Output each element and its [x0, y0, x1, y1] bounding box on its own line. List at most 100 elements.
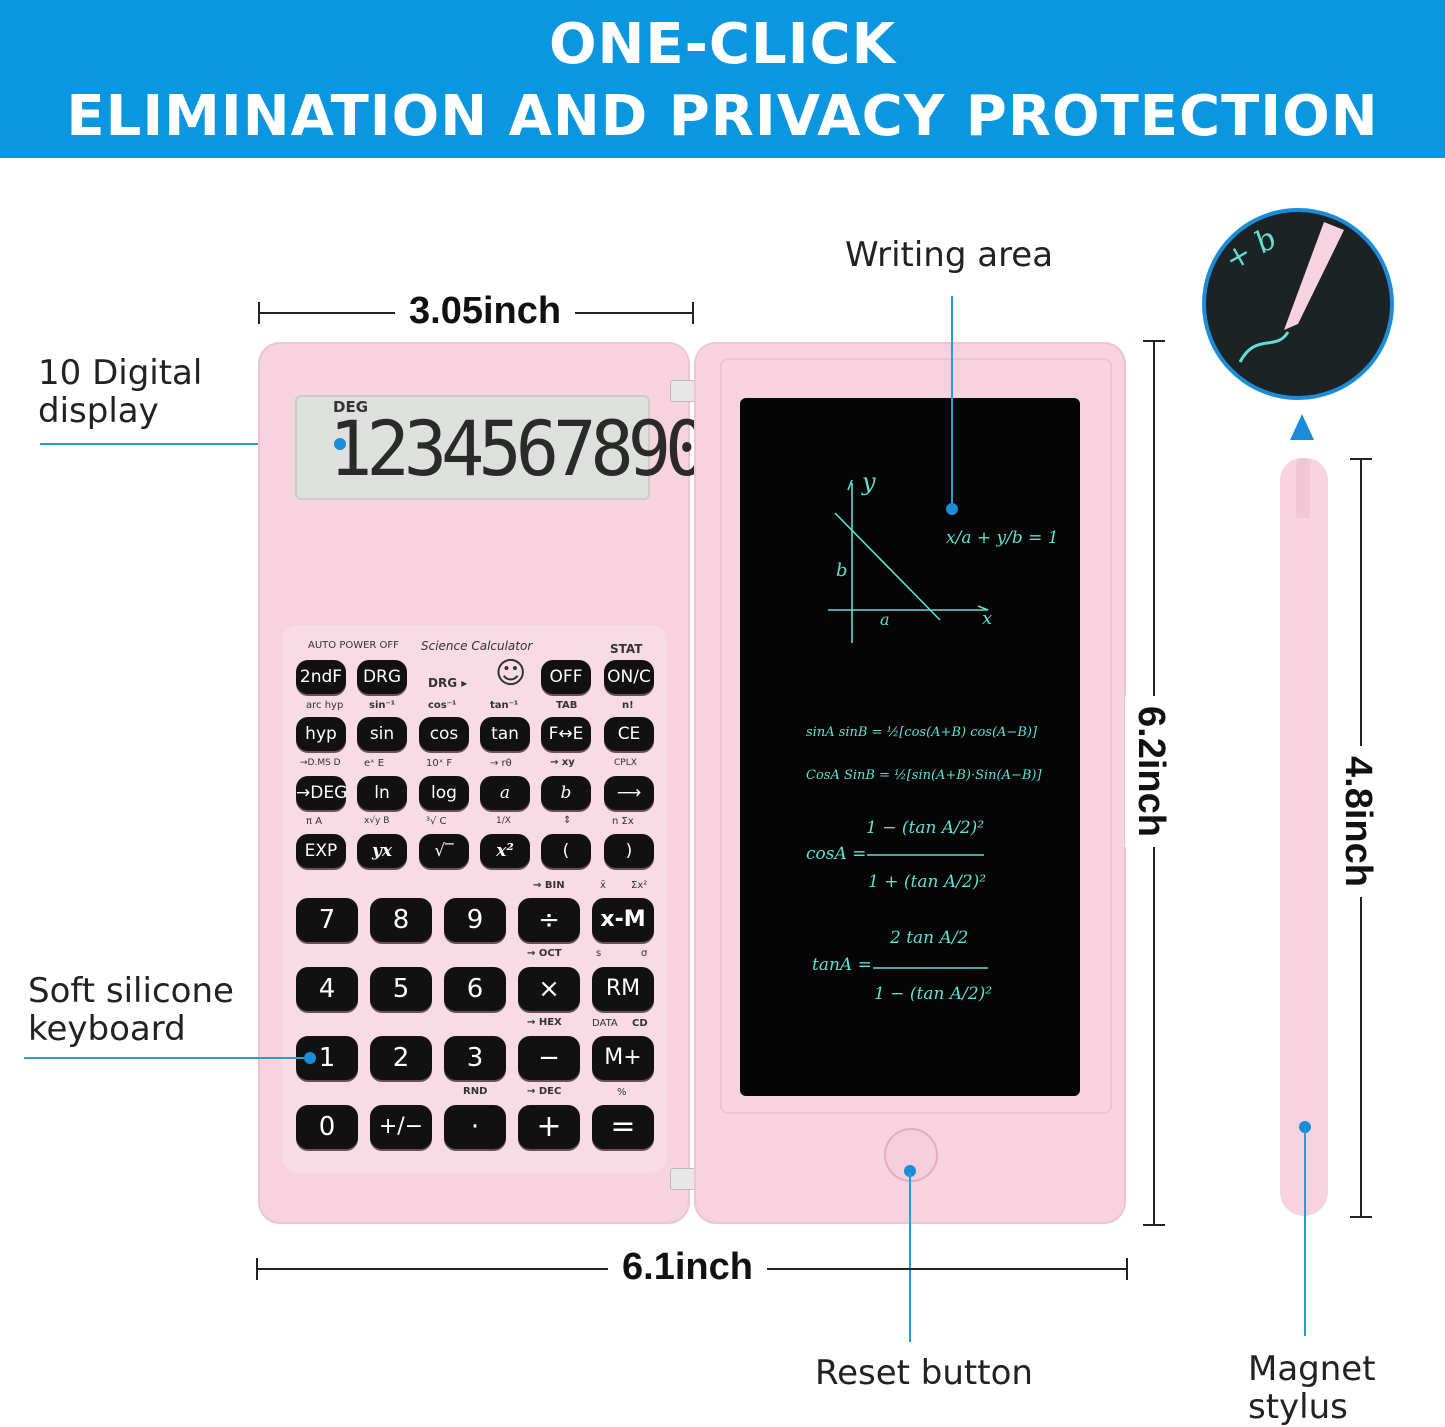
key-close-paren[interactable]: ) — [604, 834, 654, 868]
stylus-tip-shape — [1284, 222, 1344, 330]
key-ce[interactable]: CE — [604, 717, 654, 751]
callout-line-display — [40, 443, 340, 445]
key-6[interactable]: 6 — [444, 967, 506, 1011]
auto-power-off-label: AUTO POWER OFF — [308, 640, 399, 651]
smiley-icon: ☺ — [495, 656, 527, 691]
sub-label: s — [596, 948, 602, 959]
key-x-squared[interactable]: x² — [480, 834, 530, 868]
magnet-stylus[interactable] — [1280, 458, 1328, 1216]
sub-label: → xy — [550, 757, 575, 768]
title-line-1: ONE-CLICK — [548, 12, 897, 77]
sub-label: cos⁻¹ — [428, 700, 457, 711]
key-0[interactable]: 0 — [296, 1105, 358, 1149]
ink-stroke — [1238, 331, 1290, 363]
equation-tan-lhs: tanA = — [812, 955, 872, 975]
dim-total-width: 6.1inch — [608, 1246, 767, 1289]
key-3[interactable]: 3 — [444, 1036, 506, 1080]
key-on-c[interactable]: ON/C — [604, 660, 654, 694]
equation-tan-denominator: 1 − (tan A/2)² — [874, 984, 993, 1004]
label-keyboard-line2: keyboard — [28, 1009, 186, 1049]
writing-screen[interactable]: y x a b x/a + y/b = 1 sinA sinB = ½[cos(… — [740, 398, 1080, 1096]
key-to-deg[interactable]: →DEG — [296, 776, 347, 810]
label-writing-area: Writing area — [845, 235, 1054, 275]
sub-label: % — [617, 1087, 627, 1098]
sub-label: DATA — [592, 1018, 618, 1029]
dim-tick — [1143, 340, 1165, 342]
key-log[interactable]: log — [419, 776, 469, 810]
sub-label: CPLX — [614, 758, 637, 768]
sub-label: σ — [641, 948, 648, 959]
sub-label: 1/X — [496, 816, 511, 826]
science-calculator-label: Science Calculator — [421, 639, 533, 653]
dim-tick — [256, 1258, 258, 1280]
key-4[interactable]: 4 — [296, 967, 358, 1011]
label-keyboard: Soft silicone keyboard — [28, 972, 234, 1048]
key-y-power-x[interactable]: yx — [357, 834, 407, 868]
key-sin[interactable]: sin — [357, 717, 407, 751]
sub-label: arc hyp — [306, 700, 344, 711]
key-hyp[interactable]: hyp — [296, 717, 346, 751]
label-keyboard-line1: Soft silicone — [28, 971, 234, 1011]
sub-label: x√y B — [364, 816, 390, 826]
label-stylus: Magnet stylus — [1248, 1350, 1376, 1426]
intercept-a-label: a — [880, 610, 890, 629]
key-exp[interactable]: EXP — [296, 834, 346, 868]
dim-calc-width: 3.05inch — [395, 290, 576, 333]
key-2[interactable]: 2 — [370, 1036, 432, 1080]
key-cos[interactable]: cos — [419, 717, 469, 751]
callout-dot-reset — [904, 1165, 916, 1177]
key-tan[interactable]: tan — [480, 717, 530, 751]
callout-line-writing-area — [951, 296, 953, 508]
sub-label: n Σx — [612, 816, 634, 827]
key-2ndf[interactable]: 2ndF — [296, 660, 346, 694]
key-open-paren[interactable]: ( — [541, 834, 591, 868]
sub-label: π A — [306, 816, 323, 827]
key-9[interactable]: 9 — [444, 898, 506, 942]
key-sqrt[interactable]: √‾ — [419, 834, 469, 868]
stylus-zoom-drawing — [1238, 222, 1344, 363]
key-8[interactable]: 8 — [370, 898, 432, 942]
key-m-plus[interactable]: M+ — [592, 1036, 654, 1080]
callout-dot-writing-area — [946, 503, 958, 515]
key-equals[interactable]: = — [592, 1105, 654, 1149]
equation-product-sin: sinA sinB = ½[cos(A+B) cos(A−B)] — [806, 725, 1038, 740]
dim-tick — [1126, 1258, 1128, 1280]
sub-label: → HEX — [527, 1017, 562, 1028]
key-drg[interactable]: DRG — [357, 660, 407, 694]
dim-tick — [258, 302, 260, 324]
dim-tick — [692, 302, 694, 324]
key-minus[interactable]: − — [518, 1036, 580, 1080]
equation-intercept: x/a + y/b = 1 — [946, 528, 1059, 548]
key-a[interactable]: a — [480, 776, 530, 810]
label-stylus-line2: stylus — [1248, 1387, 1348, 1427]
equation-product-cos-sin: CosA SinB = ½[sin(A+B)·Sin(A−B)] — [806, 768, 1042, 783]
key-multiply[interactable]: × — [518, 967, 580, 1011]
lcd-display: DEG 1234567890. — [295, 395, 746, 500]
callout-dot-display — [334, 438, 346, 450]
sub-label: tan⁻¹ — [490, 700, 519, 711]
sub-label: eˣ E — [364, 758, 385, 769]
key-5[interactable]: 5 — [370, 967, 432, 1011]
key-ln[interactable]: ln — [357, 776, 407, 810]
sub-label: TAB — [556, 700, 578, 711]
intercept-b-label: b — [836, 560, 848, 581]
key-off[interactable]: OFF — [541, 660, 591, 694]
label-display-line1: 10 Digital — [38, 353, 203, 393]
key-plus-minus[interactable]: +/− — [370, 1105, 432, 1149]
key-b[interactable]: b — [541, 776, 591, 810]
key-rm[interactable]: RM — [592, 967, 654, 1011]
callout-dot-keyboard — [304, 1052, 316, 1064]
key-arrow-right[interactable]: ⟶ — [604, 776, 654, 810]
drg-arrow-label: DRG ▸ — [428, 676, 468, 690]
key-divide[interactable]: ÷ — [518, 898, 580, 942]
key-x-to-m[interactable]: x-M — [592, 898, 654, 942]
dim-height: 6.2inch — [1125, 696, 1176, 847]
key-f-e[interactable]: F↔E — [541, 717, 591, 751]
sub-label: CD — [632, 1018, 648, 1029]
dim-tick — [1143, 1224, 1165, 1226]
key-7[interactable]: 7 — [296, 898, 358, 942]
key-plus[interactable]: + — [518, 1105, 580, 1149]
key-decimal[interactable]: · — [444, 1105, 506, 1149]
dim-stylus-length: 4.8inch — [1332, 746, 1383, 897]
title-banner: ONE-CLICK ELIMINATION AND PRIVACY PROTEC… — [0, 0, 1445, 158]
